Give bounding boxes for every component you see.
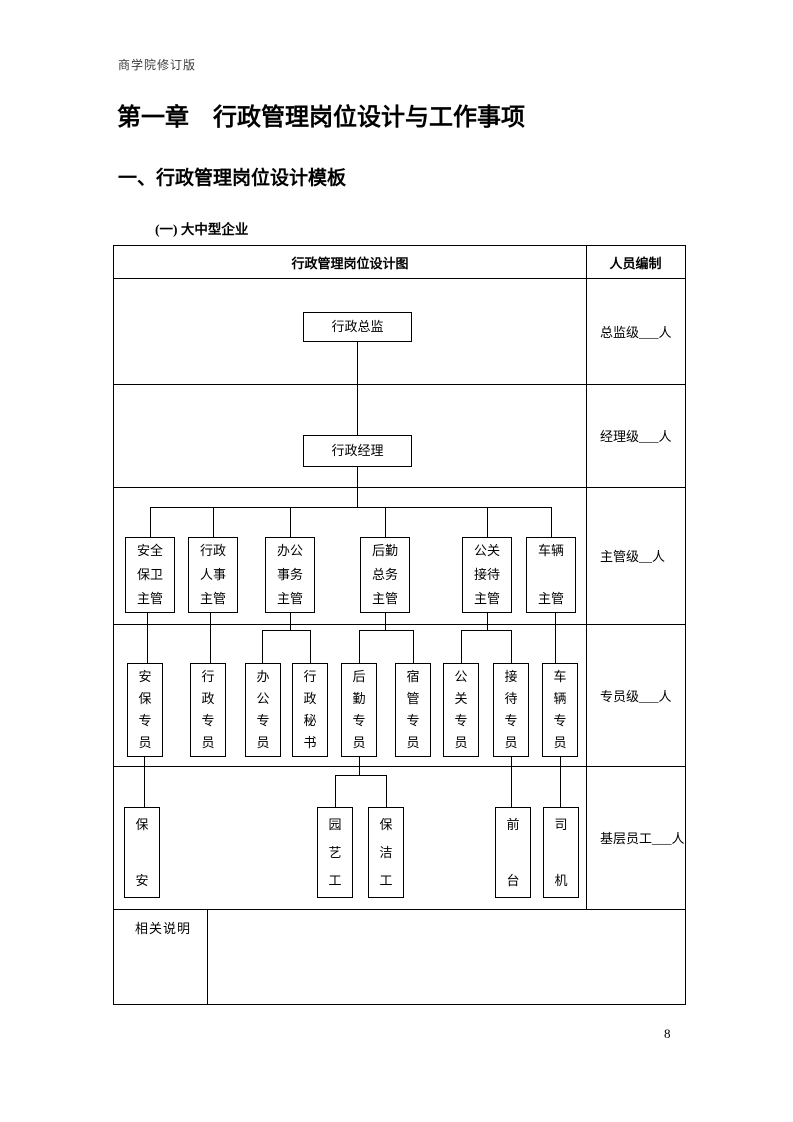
table-grid-line bbox=[114, 278, 685, 279]
org-box-vehicle-supervisor: 车辆 主管 bbox=[526, 537, 576, 613]
org-box-security-supervisor: 安全 保卫 主管 bbox=[125, 537, 175, 613]
staffing-label-text: 经理级___人 bbox=[600, 429, 672, 444]
org-box-security-specialist: 安 保 专 员 bbox=[127, 663, 163, 757]
staffing-label-frontline: 基层员工___人 bbox=[587, 766, 685, 909]
staffing-column-divider bbox=[586, 246, 587, 909]
staffing-label-text: 基层员工___人 bbox=[600, 831, 685, 846]
staffing-label-supervisor: 主管级__人 bbox=[587, 487, 685, 624]
staffing-label-director: 总监级___人 bbox=[587, 278, 685, 384]
org-box-guard: 保 安 bbox=[124, 807, 160, 898]
org-box-driver: 司 机 bbox=[543, 807, 579, 898]
table-grid-line bbox=[114, 766, 685, 767]
subsection-title: (一) 大中型企业 bbox=[155, 222, 249, 237]
staffing-label-specialist: 专员级___人 bbox=[587, 624, 685, 766]
org-box-cleaner: 保 洁 工 bbox=[368, 807, 404, 898]
table-grid-line bbox=[114, 624, 685, 625]
org-box-logistics-specialist: 后 勤 专 员 bbox=[341, 663, 377, 757]
org-box-pr-specialist: 公 关 专 员 bbox=[443, 663, 479, 757]
org-box-director: 行政总监 bbox=[303, 312, 412, 342]
page-number: 8 bbox=[664, 1026, 671, 1041]
org-box-dorm-specialist: 宿 管 专 员 bbox=[395, 663, 431, 757]
org-box-pr-supervisor: 公关 接待 主管 bbox=[462, 537, 512, 613]
staffing-label-text: 主管级__人 bbox=[600, 549, 666, 564]
staffing-label-manager: 经理级___人 bbox=[587, 384, 685, 487]
org-box-office-supervisor: 办公 事务 主管 bbox=[265, 537, 315, 613]
section-title: 一、行政管理岗位设计模板 bbox=[118, 168, 347, 189]
staffing-label-text: 总监级___人 bbox=[600, 324, 672, 340]
staffing-label-text: 专员级___人 bbox=[600, 688, 672, 704]
org-box-vehicle-specialist: 车 辆 专 员 bbox=[542, 663, 578, 757]
org-box-logistics-supervisor: 后勤 总务 主管 bbox=[360, 537, 410, 613]
org-box-front-desk: 前 台 bbox=[495, 807, 531, 898]
table-grid-line bbox=[114, 384, 685, 385]
chart-column-header: 行政管理岗位设计图 bbox=[291, 255, 409, 271]
org-design-table: 行政管理岗位设计图 人员编制 总监级___人 经理级___人 主管级__人 专员… bbox=[113, 245, 686, 1005]
org-box-admin-specialist: 行 政 专 员 bbox=[190, 663, 226, 757]
notes-label: 相关说明 bbox=[135, 921, 192, 936]
table-grid-line bbox=[114, 487, 685, 488]
org-box-hr-supervisor: 行政 人事 主管 bbox=[188, 537, 238, 613]
table-grid-line bbox=[114, 909, 685, 910]
org-box-office-specialist: 办 公 专 员 bbox=[245, 663, 281, 757]
org-box-admin-secretary: 行 政 秘 书 bbox=[292, 663, 328, 757]
staffing-column-header: 人员编制 bbox=[609, 255, 662, 271]
org-box-reception-specialist: 接 待 专 员 bbox=[493, 663, 529, 757]
revision-header: 商学院修订版 bbox=[118, 58, 197, 72]
notes-cell-divider bbox=[207, 909, 208, 1004]
chapter-title: 第一章 行政管理岗位设计与工作事项 bbox=[117, 105, 525, 131]
org-box-gardener: 园 艺 工 bbox=[317, 807, 353, 898]
org-box-manager: 行政经理 bbox=[303, 435, 412, 467]
